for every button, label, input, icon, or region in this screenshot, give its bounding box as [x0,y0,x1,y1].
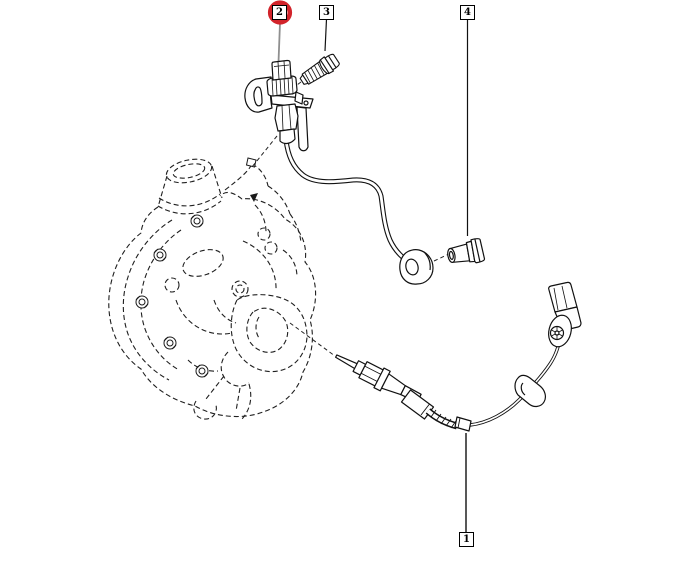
turbo-outlet-flange [230,294,308,373]
banjo-bolt [447,238,486,264]
sensor-cable [469,335,562,427]
bracket-bolt [299,53,340,85]
callout-1-number: 1 [463,534,470,545]
banjo-fitting [399,248,434,285]
turbocharger-reference-outline [108,158,317,420]
turbo-flange-nuts [135,157,258,378]
sensor-probe [335,354,422,403]
link-bolt-to-bracket [289,81,302,91]
sensor-connector [548,281,582,348]
link-banjo-bolt-axis [433,253,450,262]
bolt-threads [304,62,325,84]
callout-3[interactable]: 3 [319,5,334,20]
highlight-ring [267,0,293,25]
pressure-pipe [283,139,415,267]
sensor-collar [266,75,298,97]
sensor-hex-union [274,103,299,132]
leader-line-3 [324,18,328,52]
callout-4[interactable]: 4 [460,5,475,20]
cable-clip [514,374,546,408]
assembly-dashed-links [251,81,450,357]
turbo-center-flange [182,249,224,277]
sensor-cap [271,59,292,81]
callout-leader-lines [277,18,469,533]
link-turbo-to-probe [289,322,336,357]
turbo-boss-mark [250,193,258,202]
callout-1[interactable]: 1 [459,532,474,547]
callout-4-number: 4 [464,7,471,18]
leader-line-2 [277,22,281,63]
callout-2-number: 2 [276,7,283,18]
callout-3-number: 3 [323,7,330,18]
turbo-inlet-bore [172,163,206,179]
turbo-inlet-rim [165,158,213,184]
sensor-sleeve [400,389,435,420]
pressure-sensor-assembly [244,59,314,152]
exhaust-temp-sensor [335,281,582,432]
turbo-body-outline [108,191,317,417]
callout-2[interactable]: 2 [272,5,287,20]
